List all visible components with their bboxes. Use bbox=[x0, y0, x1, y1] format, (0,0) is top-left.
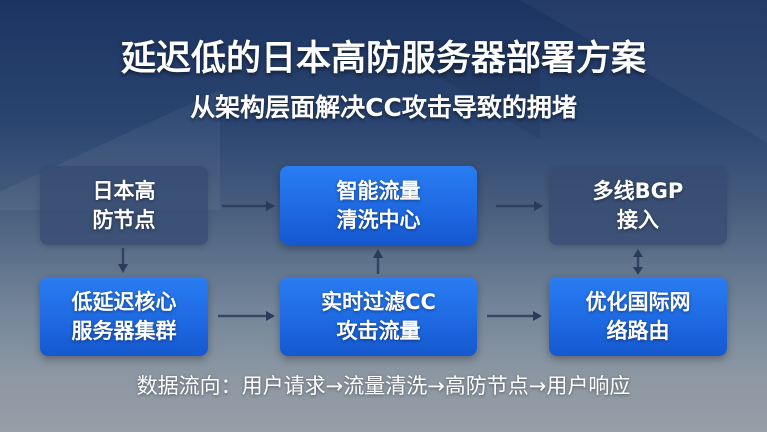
arrow-up-icon bbox=[373, 249, 383, 274]
node-cleaning-center: 智能流量 清洗中心 bbox=[280, 166, 477, 245]
arrow-right-icon bbox=[218, 311, 275, 321]
page-title: 延迟低的日本高防服务器部署方案 bbox=[120, 39, 646, 79]
page-subtitle: 从架构层面解决CC攻击导致的拥堵 bbox=[190, 93, 577, 122]
node-label-line1: 低延迟核心 bbox=[71, 289, 177, 314]
node-core-cluster: 低延迟核心 服务器集群 bbox=[40, 277, 208, 356]
arrow-right-icon bbox=[487, 311, 542, 321]
node-label-line1: 智能流量 bbox=[336, 178, 421, 203]
node-label-line1: 多线BGP bbox=[592, 178, 684, 203]
node-label-line2: 服务器集群 bbox=[71, 318, 177, 343]
node-bgp: 多线BGP 接入 bbox=[549, 166, 727, 245]
node-label-line1: 日本高 bbox=[92, 178, 156, 203]
data-flow-caption: 数据流向：用户请求→流量清洗→高防节点→用户响应 bbox=[136, 374, 631, 398]
node-cc-filter: 实时过滤CC 攻击流量 bbox=[280, 277, 477, 356]
arrow-down-icon bbox=[118, 248, 128, 273]
node-label-line2: 接入 bbox=[617, 207, 659, 232]
node-routing: 优化国际网 络路由 bbox=[549, 277, 727, 356]
node-label-line2: 攻击流量 bbox=[336, 318, 421, 343]
node-jp-node: 日本高 防节点 bbox=[40, 166, 208, 245]
arrow-right-icon bbox=[496, 201, 543, 211]
arrow-right-icon bbox=[222, 201, 275, 211]
node-label-line2: 防节点 bbox=[92, 207, 156, 232]
node-label-line1: 实时过滤CC bbox=[321, 289, 436, 314]
node-label-line2: 络路由 bbox=[606, 318, 670, 343]
arrow-bidirectional-icon bbox=[633, 249, 643, 275]
node-label-line2: 清洗中心 bbox=[336, 207, 421, 232]
node-label-line1: 优化国际网 bbox=[585, 289, 691, 314]
